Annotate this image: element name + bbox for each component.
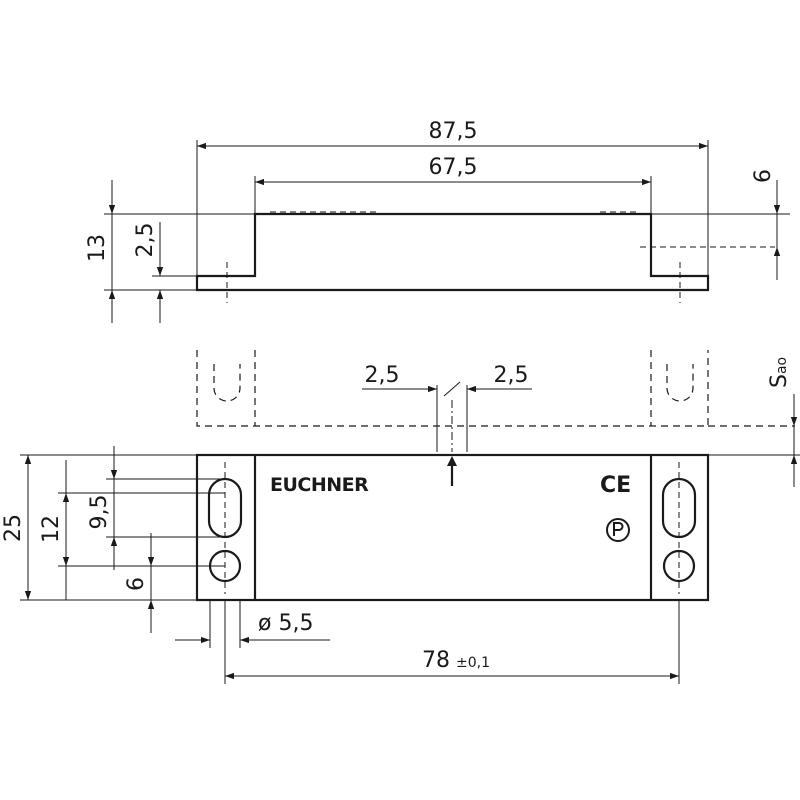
- dim-switch-distance: Sao: [651, 357, 800, 487]
- ce-mark: CE: [600, 473, 631, 498]
- dim-mount-pitch: 78±0,1: [224, 600, 680, 684]
- brand-logo: EUCHNER: [270, 474, 369, 496]
- dim-overall-length: 87,5: [196, 119, 709, 276]
- dim-hole-diameter-label: ø 5,5: [258, 611, 313, 636]
- dim-height: 13: [85, 180, 255, 323]
- dim-hole-diameter: ø 5,5: [175, 600, 330, 648]
- ghost-slot-right: [666, 364, 694, 402]
- dim-hole-pitch-label: 12: [39, 515, 64, 543]
- center-arrow-head: [447, 456, 457, 466]
- dim-width: 25: [1, 454, 197, 601]
- dim-hole-pitch: 12: [39, 460, 225, 600]
- dim-height-label: 13: [85, 234, 110, 262]
- actuator-ghost: [196, 350, 795, 427]
- dim-side-offset: 6: [651, 169, 790, 280]
- dim-hole-offset-label: 6: [124, 577, 149, 591]
- dim-slot-length: 9,5: [87, 446, 225, 570]
- certification-icon: [606, 518, 630, 542]
- dim-hole-offset: 6: [124, 533, 210, 633]
- front-view-outline: [195, 453, 710, 602]
- dim-flange-thickness: 2,5: [133, 222, 197, 323]
- hole-right: [662, 549, 696, 583]
- dim-width-label: 25: [1, 514, 26, 542]
- dim-switch-distance-label: Sao: [767, 357, 792, 388]
- dim-slot-length-label: 9,5: [87, 495, 112, 530]
- dim-side-offset-label: 6: [751, 169, 776, 183]
- dim-gap-right-label: 2,5: [494, 363, 529, 388]
- dim-top-length-label: 67,5: [429, 155, 478, 180]
- dim-mount-pitch-label: 78±0,1: [422, 648, 490, 673]
- front-view: EUCHNER CE: [195, 453, 710, 602]
- side-view: [195, 211, 775, 303]
- dim-center-gap: 2,5 2,5: [362, 363, 532, 452]
- ghost-slot-left: [213, 364, 241, 402]
- dim-top-length: 67,5: [254, 155, 652, 214]
- side-view-outline: [195, 212, 710, 292]
- dim-flange-thickness-label: 2,5: [133, 223, 158, 258]
- dim-gap-left-label: 2,5: [365, 363, 400, 388]
- dim-overall-length-label: 87,5: [429, 119, 478, 144]
